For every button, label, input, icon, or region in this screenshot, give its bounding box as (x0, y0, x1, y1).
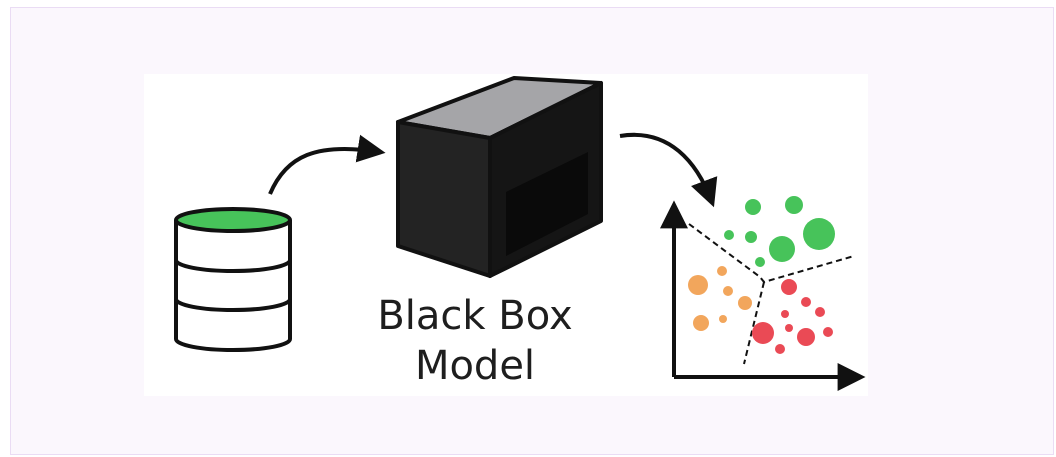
database-icon (174, 207, 292, 352)
black-box-label-line1: Black Box (377, 293, 573, 339)
output-arrow (619, 132, 718, 208)
black-box-label-line2: Model (414, 343, 536, 389)
black-box-icon (396, 76, 603, 278)
slide-frame: Black Box Model (10, 7, 1054, 455)
scatter-plot-icon (660, 196, 866, 391)
orange-cluster (688, 266, 752, 331)
input-arrow (268, 134, 386, 195)
diagram-panel: Black Box Model (144, 74, 868, 396)
diagram-canvas (174, 76, 866, 391)
red-cluster (752, 279, 833, 354)
green-cluster (724, 196, 835, 267)
